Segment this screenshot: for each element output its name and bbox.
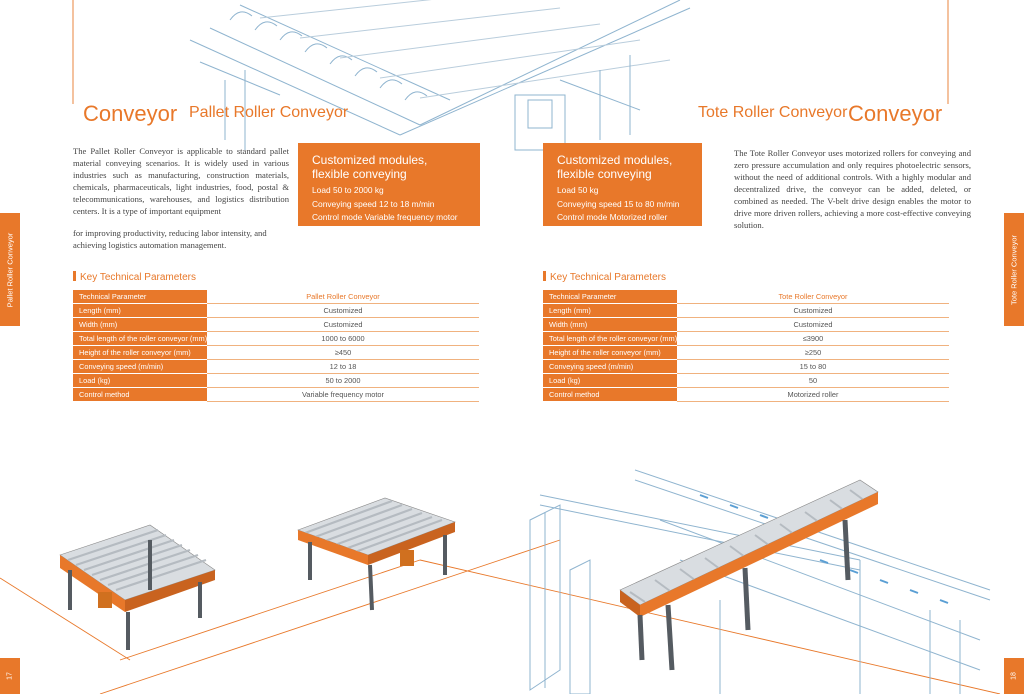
right-feature-box: Customized modules, flexible conveying L…: [543, 143, 702, 226]
left-page-number: 17: [0, 658, 20, 694]
table-row: Conveying speed (m/min)15 to 80: [543, 359, 949, 374]
right-feature-speed: Conveying speed 15 to 80 m/min: [557, 198, 680, 209]
right-heading-conveyor: Conveyor: [848, 101, 943, 126]
left-feature-control: Control mode Variable frequency motor: [312, 212, 458, 222]
right-heading-tote-roller: Tote Roller Conveyor: [698, 104, 848, 121]
section-marker-icon: [543, 271, 546, 281]
left-feature-load: Load 50 to 2000 kg: [312, 185, 384, 195]
right-params-title: Key Technical Parameters: [543, 271, 666, 283]
left-side-tab: Pallet Roller Conveyor: [0, 213, 20, 326]
left-params-title: Key Technical Parameters: [73, 271, 196, 283]
left-feature-box: Customized modules, flexible conveying L…: [298, 143, 480, 226]
table-row: Length (mm)Customized: [73, 303, 479, 319]
table-row: Total length of the roller conveyor (mm)…: [73, 331, 479, 347]
right-feature-title-2: flexible conveying: [557, 167, 652, 181]
left-feature-speed: Conveying speed 12 to 18 m/min: [312, 198, 435, 209]
right-side-tab: Tote Roller Conveyor: [1004, 213, 1024, 326]
right-description: The Tote Roller Conveyor uses motorized …: [734, 148, 971, 230]
table-row: Conveying speed (m/min)12 to 18: [73, 359, 479, 374]
line-art-conveyor-illustration: [189, 0, 691, 151]
left-description-continued: for improving productivity, reducing lab…: [73, 228, 267, 250]
right-feature-control: Control mode Motorized roller: [557, 212, 668, 222]
right-feature-title-1: Customized modules,: [557, 153, 673, 167]
table-row: Height of the roller conveyor (mm)≥450: [73, 345, 479, 360]
table-row: Load (kg)50: [543, 373, 949, 388]
left-feature-title-1: Customized modules,: [312, 153, 428, 167]
left-feature-title-2: flexible conveying: [312, 167, 407, 181]
section-marker-icon: [73, 271, 76, 281]
pallet-roller-conveyor-illustration: [59, 524, 216, 650]
right-feature-load: Load 50 kg: [557, 185, 599, 195]
right-page-number: 18: [1004, 658, 1024, 694]
left-heading-conveyor: Conveyor: [83, 101, 178, 126]
table-row: Load (kg)50 to 2000: [73, 373, 479, 388]
pallet-roller-conveyor-illustration: [297, 497, 456, 611]
table-row: Length (mm)Customized: [543, 303, 949, 319]
table-row: Width (mm)Customized: [73, 317, 479, 333]
left-heading-pallet-roller: Pallet Roller Conveyor: [189, 104, 349, 121]
table-row: Height of the roller conveyor (mm)≥250: [543, 345, 949, 360]
tote-roller-conveyor-illustration: [529, 469, 991, 694]
table-row: Total length of the roller conveyor (mm)…: [543, 331, 949, 347]
left-description: The Pallet Roller Conveyor is applicable…: [73, 146, 289, 216]
table-row: Width (mm)Customized: [543, 317, 949, 333]
